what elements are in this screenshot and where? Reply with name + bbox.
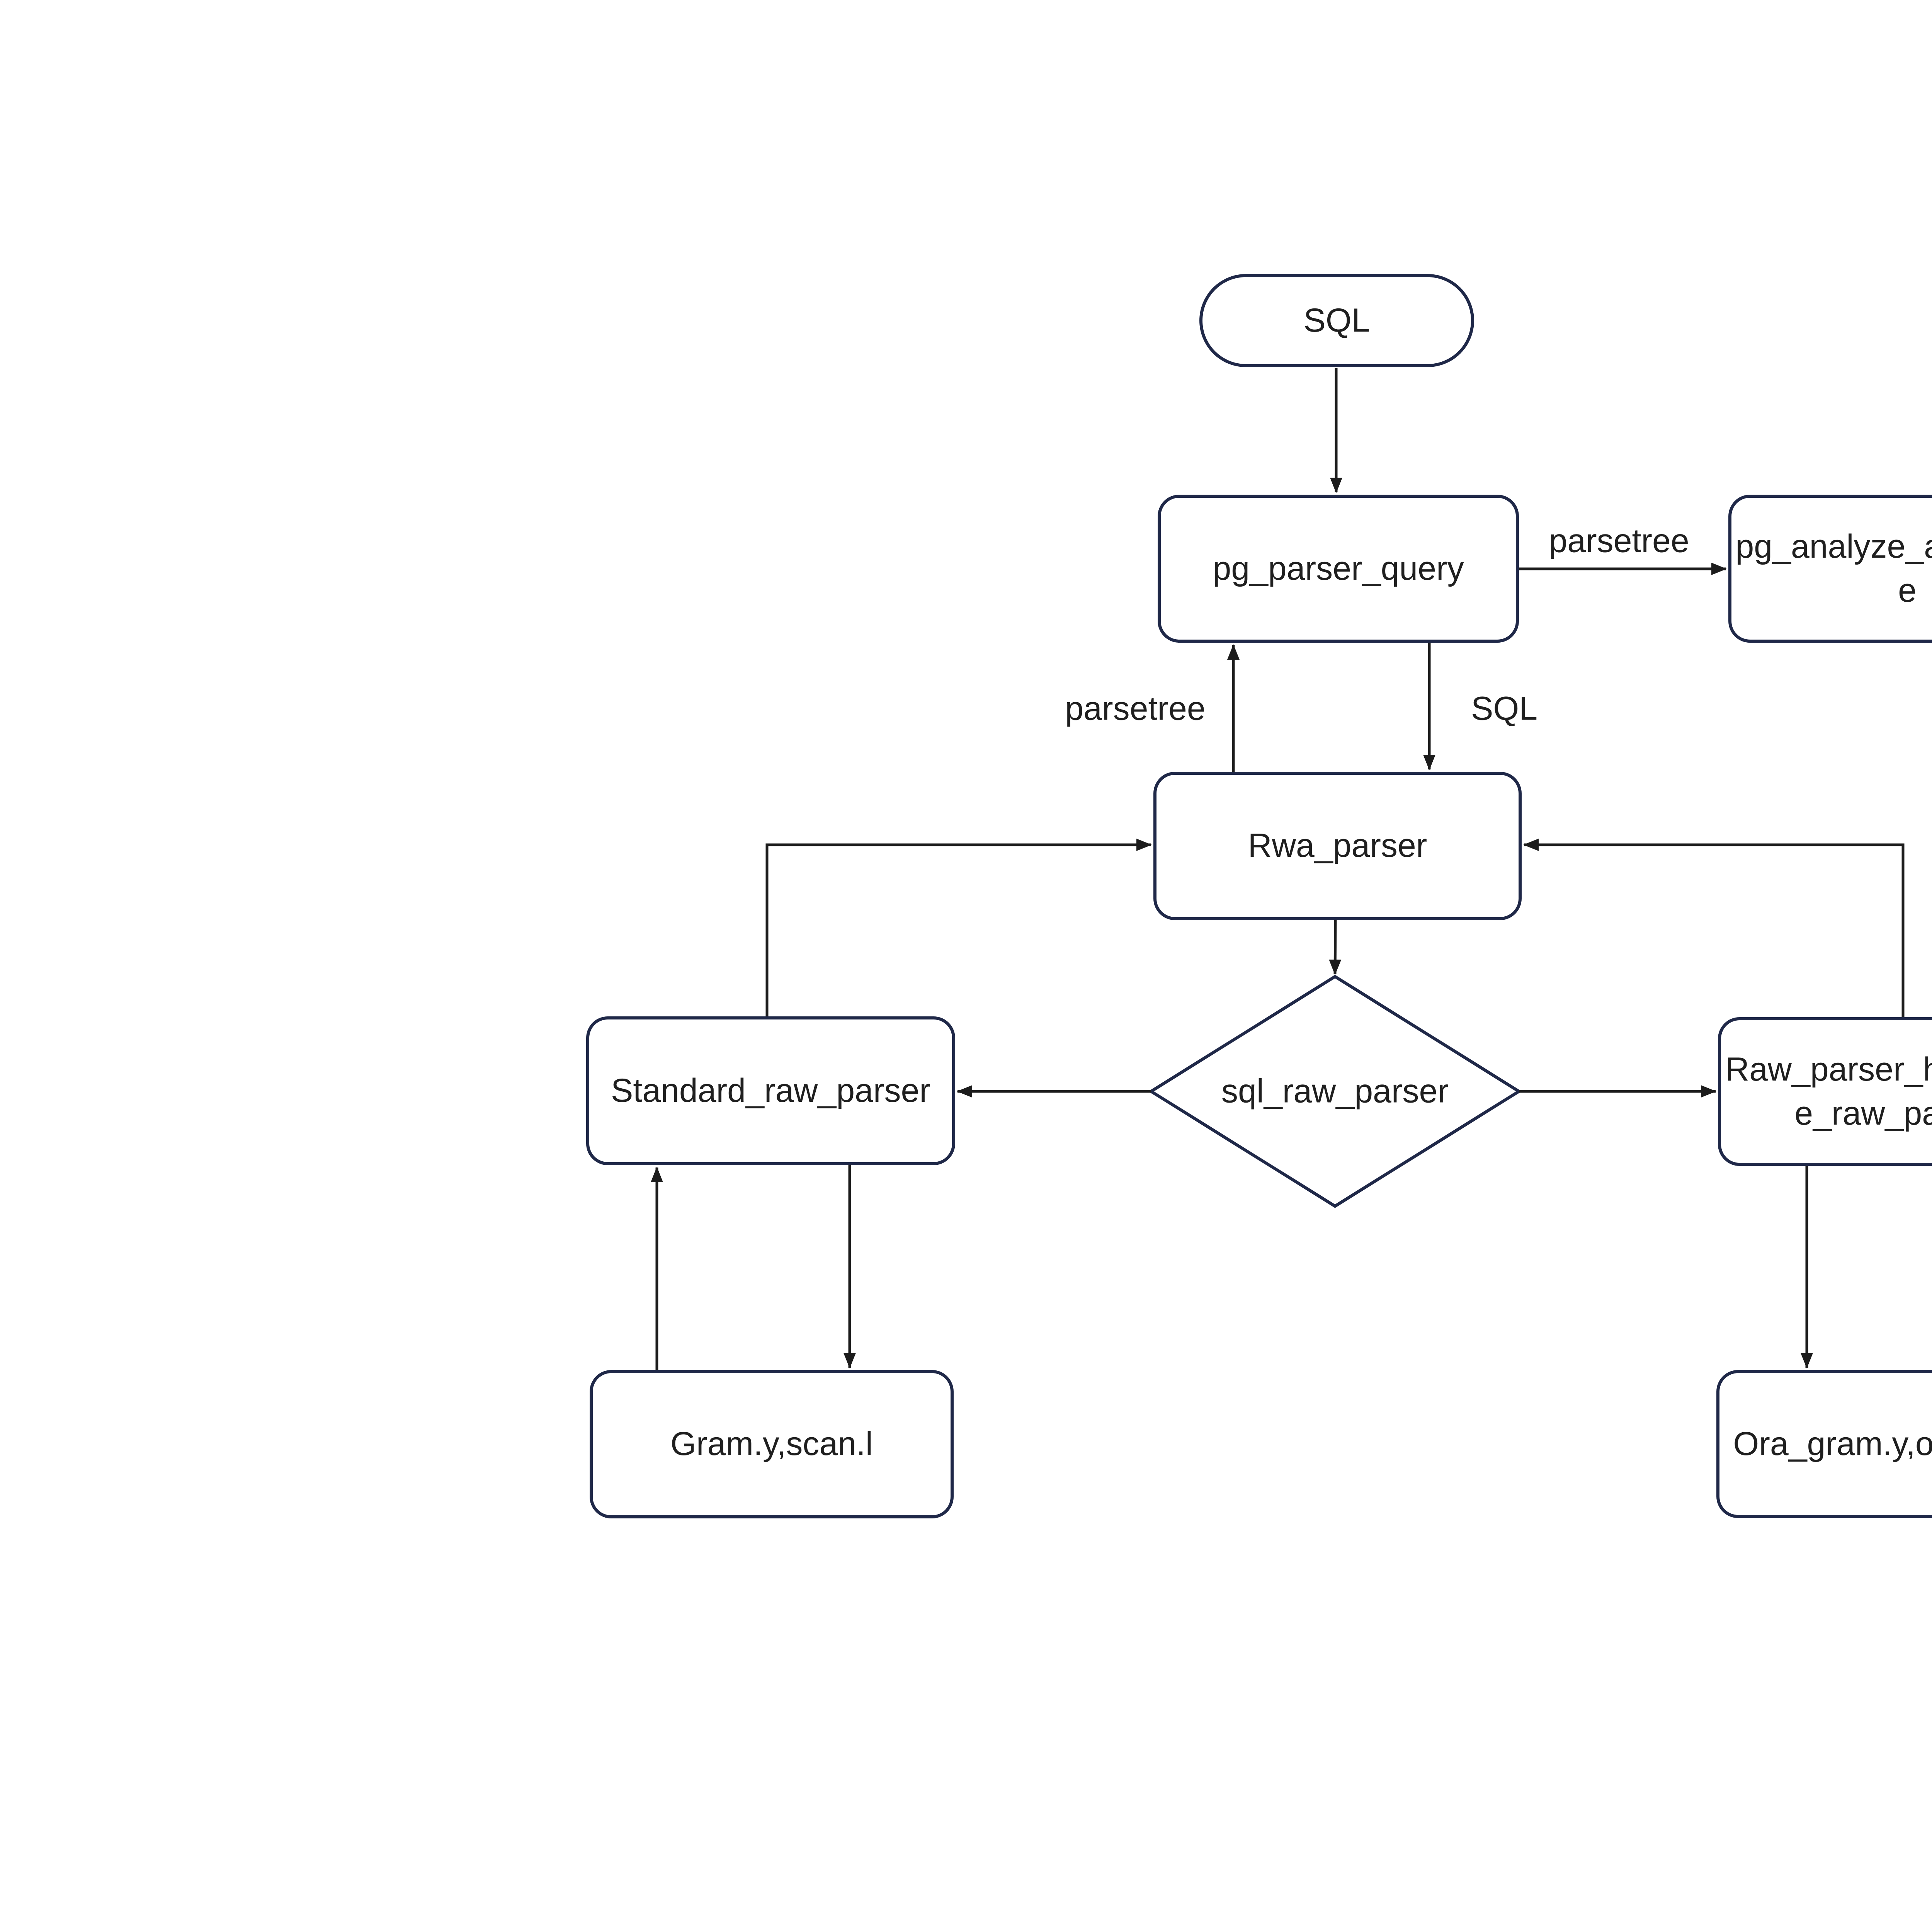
node-rwa-parser-label: Rwa_parser <box>1248 827 1427 865</box>
node-rwa-parser: Rwa_parser <box>1153 772 1522 920</box>
node-raw-parser-hook-label: Raw_parser_hook(oracle_raw_parser) <box>1725 1050 1932 1132</box>
node-sql-raw-parser-label: sql_raw_parser <box>1221 1072 1449 1110</box>
node-ora-gram-y-ora-scan-l: Ora_gram.y,ora_scan.l <box>1716 1370 1932 1518</box>
edge-label-sql-down: SQL <box>1468 689 1541 728</box>
node-ora-gram-y-ora-scan-l-label: Ora_gram.y,ora_scan.l <box>1733 1425 1932 1462</box>
node-gram-y-scan-l-label: Gram.y,scan.l <box>670 1425 873 1463</box>
node-pg-parser-query: pg_parser_query <box>1158 495 1519 643</box>
node-pg-analyze-and-rewrite-label: pg_analyze_and_rewrite <box>1735 528 1932 609</box>
node-pg-analyze-and-rewrite: pg_analyze_and_rewrite <box>1728 495 1932 643</box>
node-raw-parser-hook: Raw_parser_hook(oracle_raw_parser) <box>1718 1017 1932 1166</box>
edge-label-parsetree-up: parsetree <box>1062 689 1209 728</box>
node-standard-raw-parser: Standard_raw_parser <box>586 1016 955 1165</box>
edge-standard-raw-parser-to-rwa-parser <box>765 839 1152 1016</box>
edge-raw-parser-hook-to-rwa-parser <box>1523 839 1905 1017</box>
node-gram-y-scan-l: Gram.y,scan.l <box>590 1370 954 1518</box>
node-sql-start: SQL <box>1199 274 1474 367</box>
node-standard-raw-parser-label: Standard_raw_parser <box>611 1072 931 1109</box>
node-sql-raw-parser-shape <box>1148 975 1522 1208</box>
node-sql-start-label: SQL <box>1303 301 1370 339</box>
node-pg-parser-query-label: pg_parser_query <box>1213 550 1464 587</box>
edge-label-parsetree-to-analyze: parsetree <box>1546 522 1692 560</box>
